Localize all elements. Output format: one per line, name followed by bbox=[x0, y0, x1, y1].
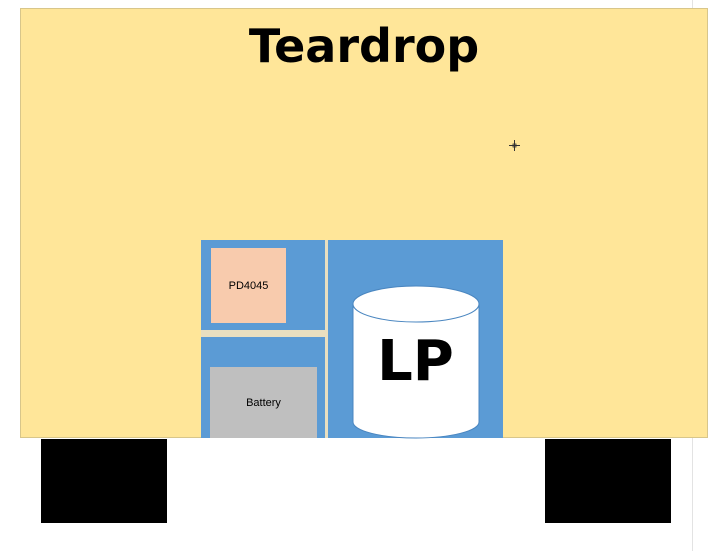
right-wheel[interactable] bbox=[545, 439, 671, 523]
lp-tank-cylinder[interactable] bbox=[350, 282, 482, 442]
battery-label: Battery bbox=[246, 396, 281, 409]
lp-tank-label: LP bbox=[377, 329, 454, 394]
pd4045-label: PD4045 bbox=[228, 279, 269, 292]
bay-divider-horizontal bbox=[201, 330, 325, 337]
crosshair-cursor-icon bbox=[509, 140, 520, 151]
diagram-title: Teardrop bbox=[248, 19, 480, 73]
battery-box[interactable]: Battery bbox=[210, 367, 317, 438]
bay-divider-vertical bbox=[325, 240, 328, 438]
pd4045-box[interactable]: PD4045 bbox=[211, 248, 286, 323]
left-wheel[interactable] bbox=[41, 439, 167, 523]
